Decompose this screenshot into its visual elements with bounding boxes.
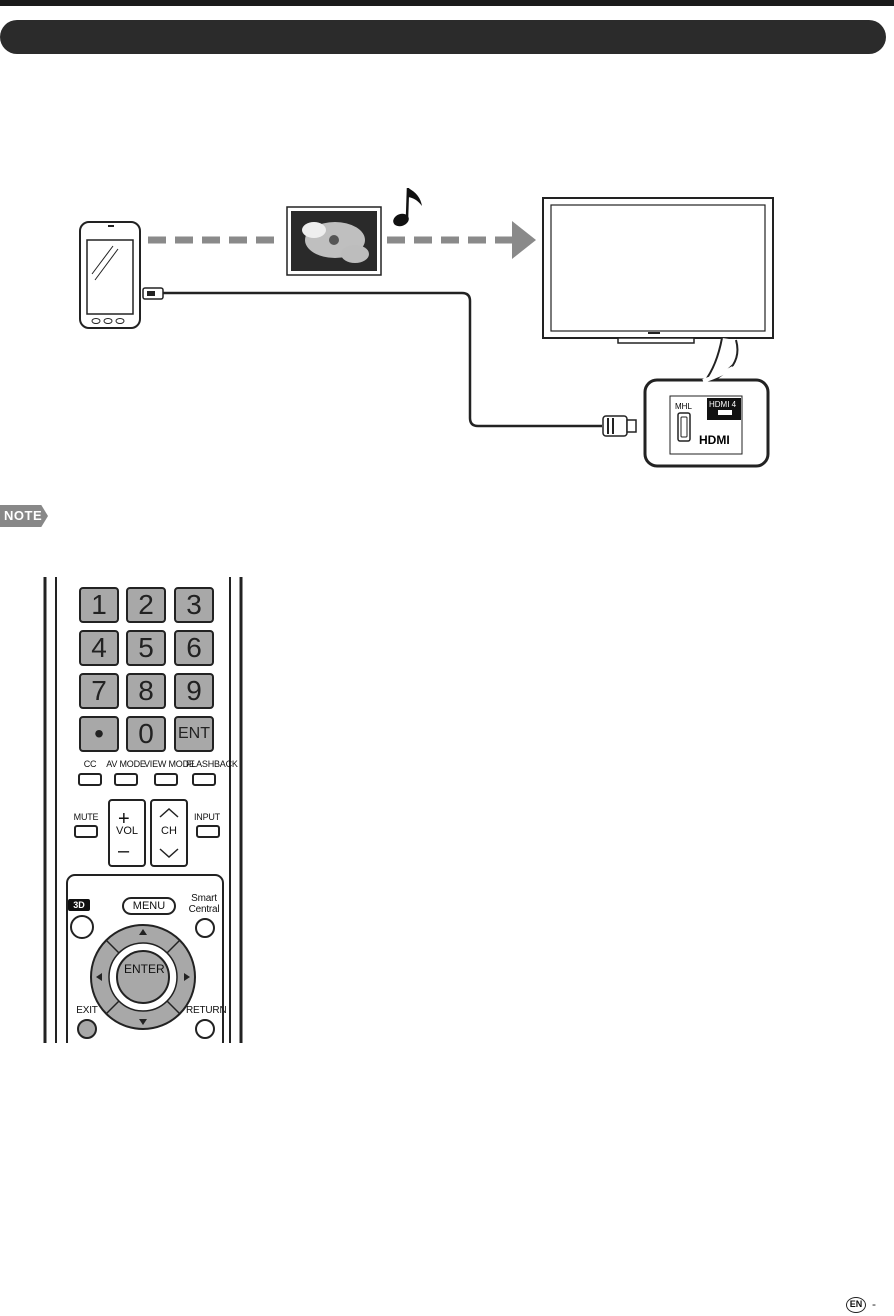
hdmi-plug-icon bbox=[602, 415, 637, 437]
label-cc: CC bbox=[83, 759, 97, 769]
hdmi-port-label: HDMI 4 bbox=[709, 400, 737, 409]
key-5: 5 bbox=[126, 630, 166, 666]
label-mute: MUTE bbox=[73, 812, 99, 822]
key-dot: • bbox=[79, 716, 119, 752]
plus-icon: + bbox=[118, 808, 130, 830]
label-exit: EXIT bbox=[76, 1005, 98, 1016]
label-ch: CH bbox=[161, 825, 177, 837]
key-9: 9 bbox=[174, 673, 214, 709]
mhl-label: MHL bbox=[675, 402, 692, 411]
label-view-mode: VIEW MODE bbox=[144, 759, 195, 769]
key-0: 0 bbox=[126, 716, 166, 752]
smart-central-button bbox=[195, 918, 215, 938]
label-vol: VOL bbox=[115, 825, 138, 837]
ch-rocker: CH bbox=[150, 799, 188, 867]
key-6: 6 bbox=[174, 630, 214, 666]
note-badge: NOTE bbox=[0, 505, 48, 527]
page-dash: - bbox=[872, 1297, 876, 1311]
language-mark: EN bbox=[846, 1297, 866, 1313]
music-note-icon bbox=[393, 187, 422, 227]
key-4: 4 bbox=[79, 630, 119, 666]
key-7: 7 bbox=[79, 673, 119, 709]
key-2: 2 bbox=[126, 587, 166, 623]
label-central: Central bbox=[188, 904, 220, 915]
badge-3d: 3D bbox=[68, 899, 90, 911]
mhl-plug-icon bbox=[142, 287, 164, 300]
arrow-icon bbox=[512, 221, 536, 259]
chevron-down-icon bbox=[159, 848, 179, 859]
tv-icon bbox=[542, 197, 774, 344]
mute-button bbox=[74, 825, 98, 838]
label-av-mode: AV MODE bbox=[106, 759, 146, 769]
key-1: 1 bbox=[79, 587, 119, 623]
vol-rocker: + VOL – bbox=[108, 799, 146, 867]
label-flashback: FLASHBACK bbox=[186, 759, 238, 769]
label-smart: Smart bbox=[191, 893, 217, 904]
photo-icon bbox=[286, 206, 382, 276]
menu-button: MENU bbox=[122, 897, 176, 915]
key-3: 3 bbox=[174, 587, 214, 623]
3d-button bbox=[70, 915, 94, 939]
label-input: INPUT bbox=[193, 812, 220, 822]
input-button bbox=[196, 825, 220, 838]
view-mode-button bbox=[154, 773, 178, 786]
av-mode-button bbox=[114, 773, 138, 786]
mhl-connection-diagram: MHL HDMI 4 HDMI bbox=[79, 187, 774, 468]
key-ent: ENT bbox=[174, 716, 214, 752]
exit-button bbox=[77, 1019, 97, 1039]
cc-button bbox=[78, 773, 102, 786]
top-rule bbox=[0, 0, 894, 6]
hdmi-logo: HDMI bbox=[699, 433, 730, 447]
section-title-bar bbox=[0, 20, 886, 54]
remote-control-illustration: 1 2 3 4 5 6 7 8 9 • 0 ENT CC AV MODE VIE… bbox=[40, 577, 246, 1043]
chevron-up-icon bbox=[159, 807, 179, 818]
label-return: RETURN bbox=[186, 1005, 227, 1016]
label-enter: ENTER bbox=[124, 962, 165, 976]
key-8: 8 bbox=[126, 673, 166, 709]
return-button bbox=[195, 1019, 215, 1039]
flashback-button bbox=[192, 773, 216, 786]
smartphone-icon bbox=[79, 221, 141, 329]
minus-icon: – bbox=[118, 840, 130, 862]
